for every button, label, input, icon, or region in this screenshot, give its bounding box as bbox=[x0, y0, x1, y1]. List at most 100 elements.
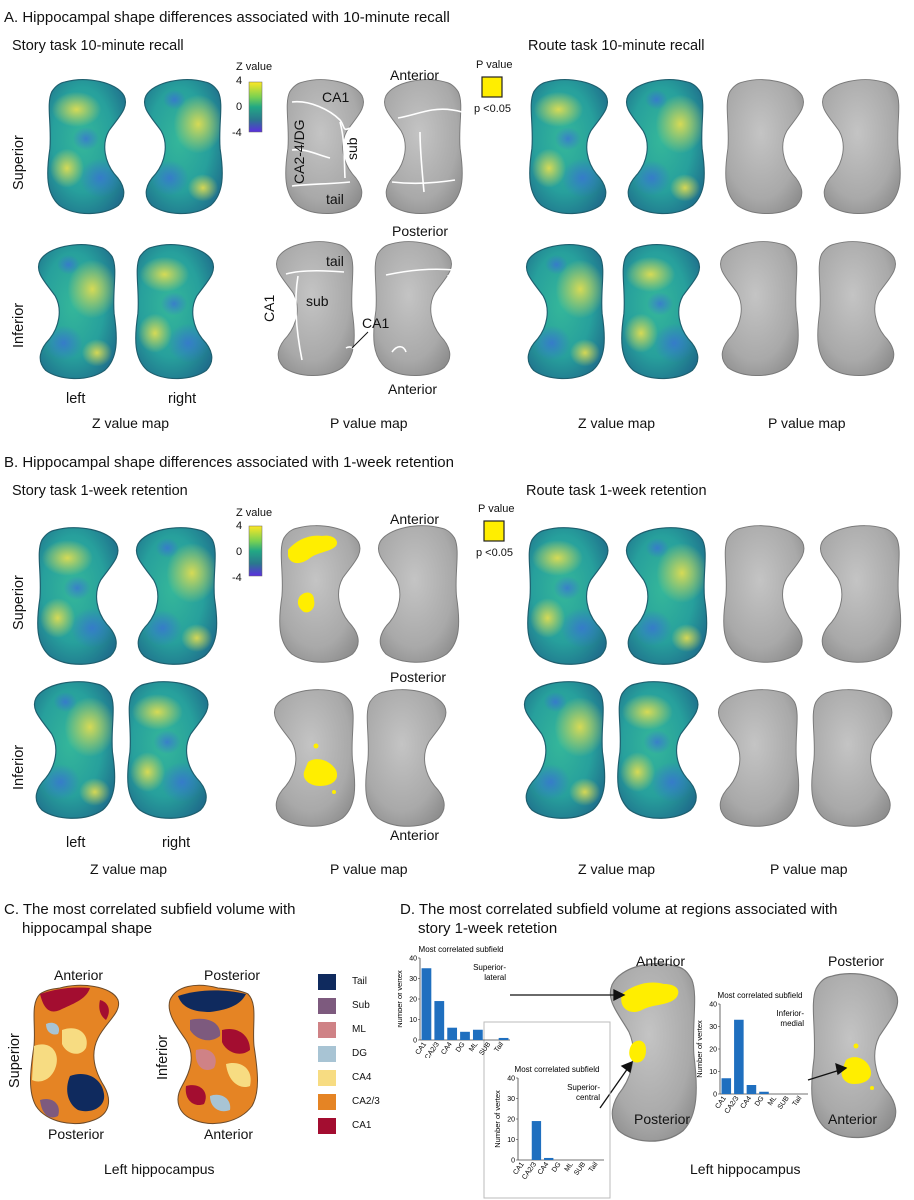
route-b-title: Route task 1-week retention bbox=[526, 483, 707, 499]
story-b-z-superior-left bbox=[38, 528, 118, 665]
inferior-label-b: Inferior bbox=[11, 744, 27, 790]
x-tick-label: CA4 bbox=[740, 1095, 754, 1110]
p-legend-swatch-a bbox=[481, 76, 503, 98]
subfield-boundaries-a bbox=[285, 100, 463, 366]
route-a-p-superior-right bbox=[822, 80, 900, 214]
subfield-tail-bottom: tail bbox=[326, 253, 344, 269]
legend-label: CA4 bbox=[352, 1072, 372, 1083]
chart-annotation-line1: Superior- bbox=[473, 963, 506, 972]
c-anterior-label: Anterior bbox=[54, 967, 104, 983]
p-legend-title-a: P value bbox=[476, 59, 513, 71]
y-tick-label: 10 bbox=[709, 1069, 717, 1076]
y-tick-label: 40 bbox=[507, 1076, 515, 1083]
y-tick-label: 10 bbox=[507, 1137, 515, 1144]
bar-ca4 bbox=[544, 1157, 554, 1160]
x-tick-label: SUB bbox=[777, 1095, 791, 1111]
bar-chart-inferior-medial: Most correlated subfield010203040Number … bbox=[695, 991, 808, 1115]
subfield-tail-top: tail bbox=[326, 191, 344, 207]
bar-ca1 bbox=[721, 1078, 732, 1094]
route-a-z-superior-left bbox=[530, 80, 608, 214]
bar-tail bbox=[498, 1037, 509, 1040]
c-superior-label: Superior bbox=[7, 1033, 23, 1088]
y-tick-label: 30 bbox=[409, 976, 417, 983]
chart-annotation-line2: medial bbox=[780, 1019, 804, 1028]
y-axis-label: Number of vertex bbox=[398, 970, 404, 1028]
d-caption: Left hippocampus bbox=[690, 1161, 801, 1177]
zbar-title-b: Z value bbox=[236, 507, 273, 519]
z-map-label-a-story: Z value map bbox=[92, 415, 170, 431]
bar-ca23 bbox=[531, 1121, 542, 1160]
anterior-label-a-bottom: Anterior bbox=[388, 381, 438, 397]
bar-ca4 bbox=[746, 1085, 757, 1094]
story-b-z-superior-right bbox=[136, 528, 217, 665]
bar-ml bbox=[472, 1029, 483, 1040]
x-tick-label: DG bbox=[754, 1095, 766, 1108]
section-a-title: A. Hippocampal shape differences associa… bbox=[4, 9, 450, 26]
inferior-label-a: Inferior bbox=[11, 302, 27, 348]
bar-ca23 bbox=[734, 1019, 744, 1094]
section-c-title-1: C. The most correlated subfield volume w… bbox=[4, 901, 296, 918]
significant-clusters-b bbox=[288, 535, 338, 794]
x-tick-label: Tail bbox=[588, 1161, 600, 1174]
x-tick-label: DG bbox=[455, 1041, 467, 1054]
chart-annotation-line1: Inferior- bbox=[776, 1009, 804, 1018]
p-legend-swatch-b bbox=[483, 520, 505, 542]
bar-ca23 bbox=[434, 1001, 445, 1040]
y-tick-label: 30 bbox=[709, 1024, 717, 1031]
legend-label: Tail bbox=[352, 976, 368, 987]
zbar-min-a: -4 bbox=[232, 127, 242, 139]
story-b-title: Story task 1-week retention bbox=[12, 483, 188, 499]
subfield-sub-top: sub bbox=[344, 137, 360, 160]
d-arrows bbox=[510, 988, 848, 1109]
chart-annotation-line2: central bbox=[576, 1093, 600, 1102]
c-posterior-label-right: Posterior bbox=[204, 967, 261, 983]
subfield-map-inferior bbox=[168, 984, 258, 1124]
subfield-sub-bottom: sub bbox=[306, 293, 329, 309]
d-posterior-bottom: Posterior bbox=[634, 1111, 691, 1127]
z-map-label-a-route: Z value map bbox=[578, 415, 656, 431]
legend-swatch bbox=[318, 1094, 336, 1110]
p-legend-title-b: P value bbox=[478, 503, 515, 515]
legend-swatch bbox=[318, 1118, 336, 1134]
route-b-z-inferior-right bbox=[618, 682, 698, 819]
story-a-z-superior-left bbox=[48, 80, 126, 214]
legend-swatch bbox=[318, 1070, 336, 1086]
p-legend-label-a: p <0.05 bbox=[474, 103, 512, 115]
subfield-ca1-left: CA1 bbox=[261, 294, 277, 322]
posterior-label-b: Posterior bbox=[390, 669, 447, 685]
z-colorbar-a bbox=[248, 81, 263, 133]
story-a-p-inferior-right bbox=[374, 242, 452, 376]
legend-swatch bbox=[318, 1046, 336, 1062]
route-b-z-inferior-left bbox=[524, 682, 605, 819]
legend-label: CA1 bbox=[352, 1120, 372, 1131]
c-posterior-label: Posterior bbox=[48, 1126, 105, 1142]
section-b-title: B. Hippocampal shape differences associa… bbox=[4, 454, 454, 471]
bar-ca4 bbox=[447, 1027, 458, 1040]
y-tick-label: 40 bbox=[709, 1002, 717, 1009]
route-b-z-superior-left bbox=[528, 528, 608, 665]
x-tick-label: ML bbox=[468, 1041, 479, 1053]
route-b-p-inferior-right bbox=[812, 690, 892, 827]
c-caption: Left hippocampus bbox=[104, 1161, 215, 1177]
legend-label: CA2/3 bbox=[352, 1096, 380, 1107]
y-tick-label: 20 bbox=[709, 1047, 717, 1054]
bar-ca1 bbox=[421, 968, 432, 1040]
p-map-label-b-route: P value map bbox=[770, 861, 848, 877]
legend-swatch bbox=[318, 998, 336, 1014]
y-axis-label: Number of vertex bbox=[493, 1090, 502, 1148]
superior-label-b: Superior bbox=[11, 575, 27, 630]
x-tick-label: CA4 bbox=[537, 1161, 551, 1176]
route-b-p-superior-left bbox=[724, 526, 804, 663]
z-map-label-b-story: Z value map bbox=[90, 861, 168, 877]
story-a-title: Story task 10-minute recall bbox=[12, 38, 184, 54]
bar-chart-superior-lateral: Most correlated subfield010203040Number … bbox=[398, 945, 510, 1058]
subfield-ca24dg: CA2-4/DG bbox=[291, 119, 307, 184]
c-anterior-label-right: Anterior bbox=[204, 1126, 254, 1142]
bar-dg bbox=[460, 1031, 470, 1040]
legend-swatch bbox=[318, 974, 336, 990]
route-a-p-inferior-left bbox=[720, 242, 798, 376]
legend-label: ML bbox=[352, 1024, 366, 1035]
d-anterior-top: Anterior bbox=[636, 953, 686, 969]
